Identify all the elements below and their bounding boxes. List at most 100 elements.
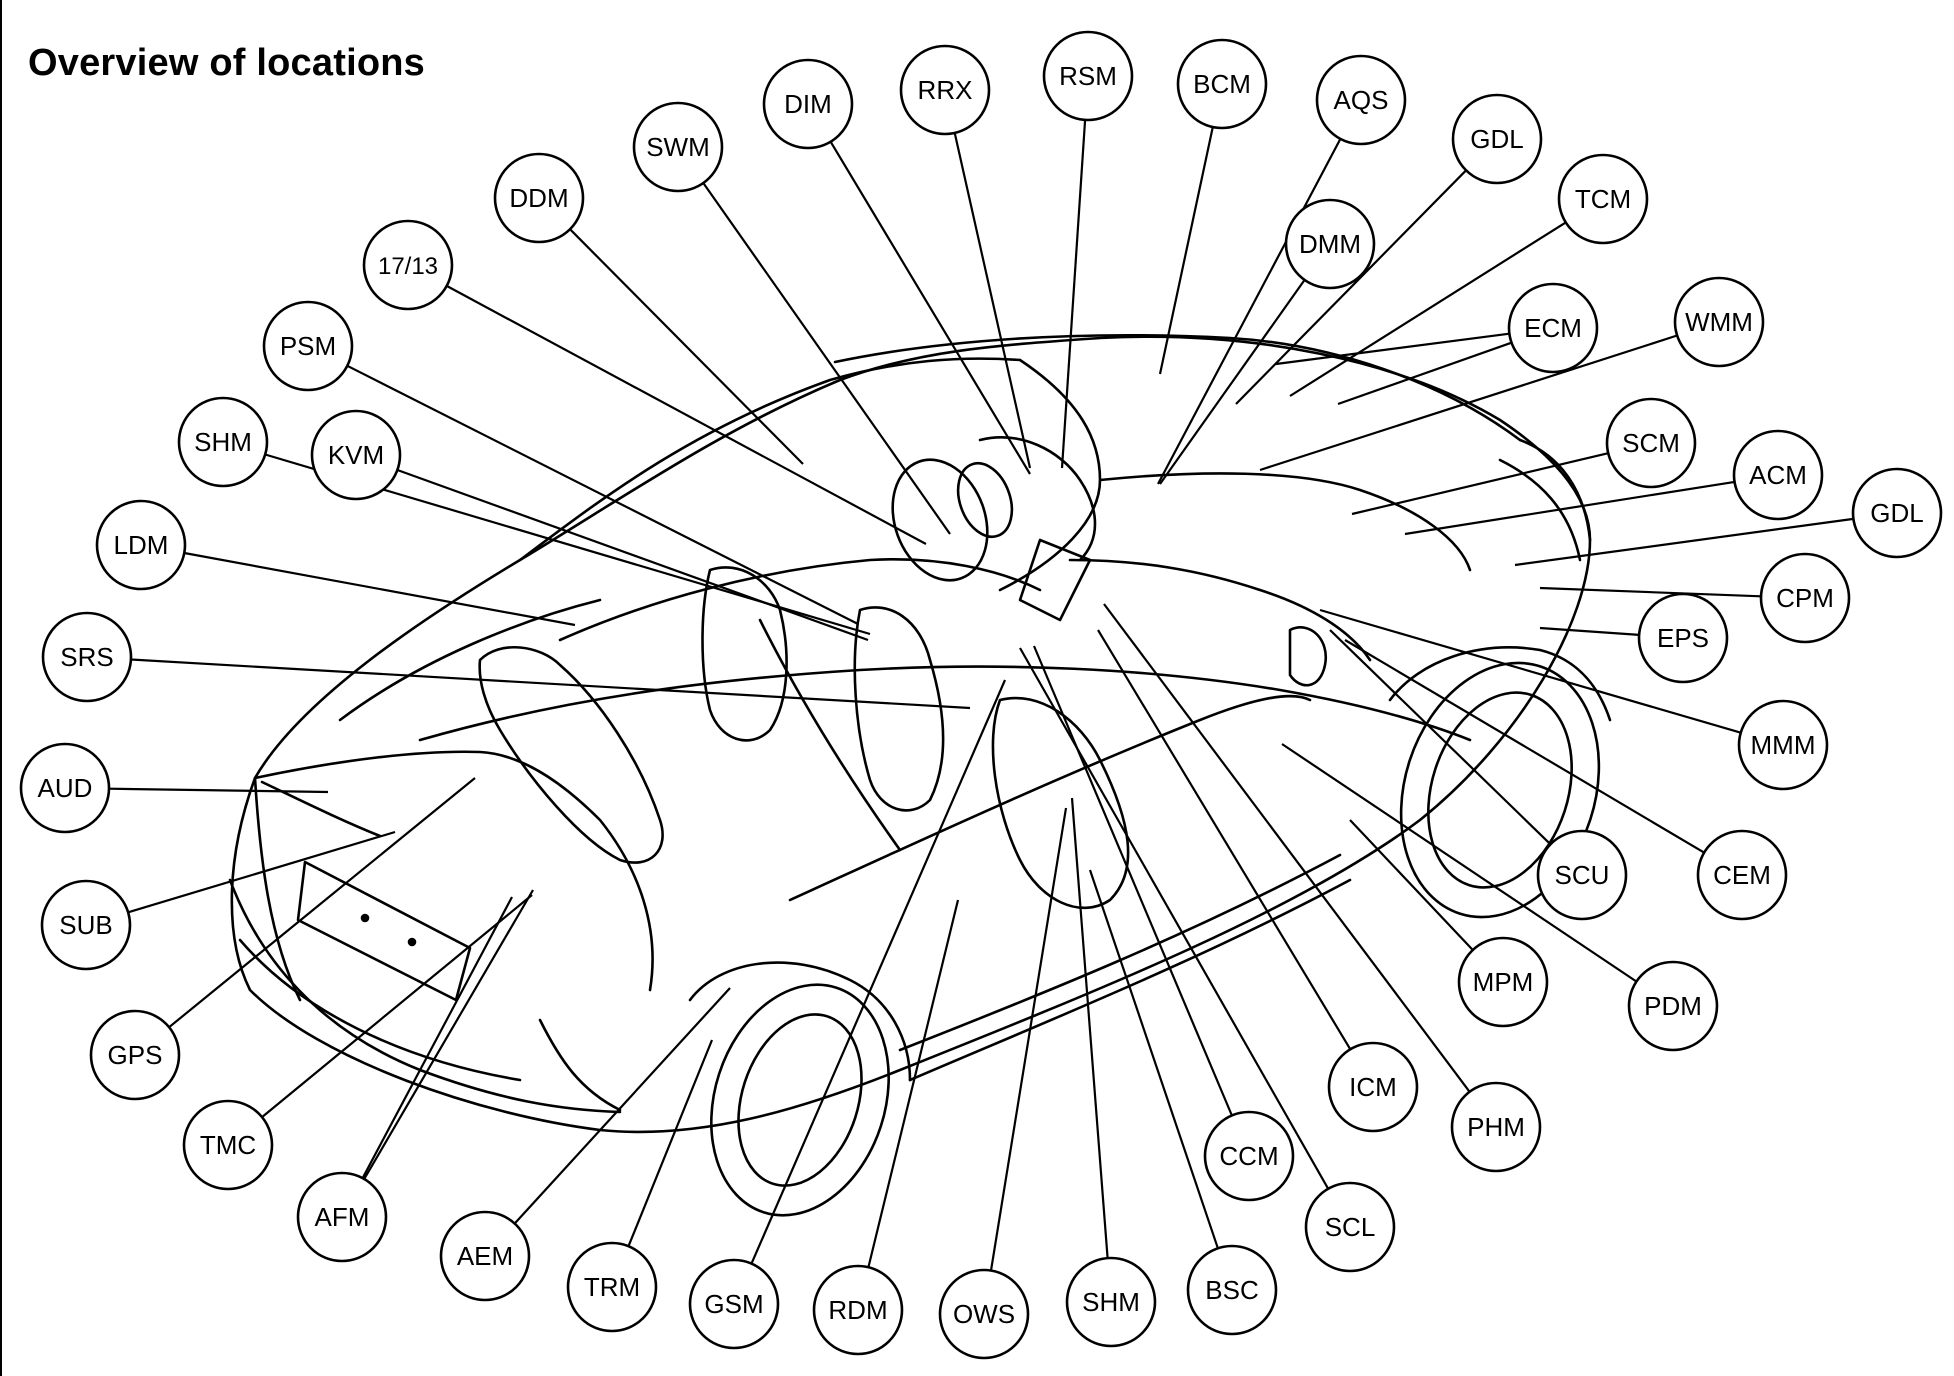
callout-label: SCM — [1622, 428, 1680, 458]
callout-acm: ACM — [1732, 429, 1824, 521]
callout-label: DIM — [784, 89, 832, 119]
leader-line-gsm — [750, 679, 1007, 1265]
callout-circle — [95, 499, 187, 591]
leader-line-srs — [130, 658, 971, 710]
callout-label: GDL — [1470, 124, 1523, 154]
callout-cpm: CPM — [1759, 552, 1851, 644]
callout-cem: CEM — [1696, 829, 1788, 921]
leader-lines — [108, 119, 1854, 1271]
callout-label: ACM — [1749, 460, 1807, 490]
callout-circle — [1696, 829, 1788, 921]
callout-circle — [688, 1258, 780, 1350]
callout-circle — [89, 1009, 181, 1101]
leader-line-17-13 — [446, 284, 927, 545]
callout-label: CPM — [1776, 583, 1834, 613]
leader-line-ows — [989, 807, 1068, 1271]
callout-label: SHM — [194, 427, 252, 457]
leader-line-tcm — [1289, 221, 1567, 397]
callout-ldm: LDM — [95, 499, 187, 591]
callout-mmm: MMM — [1737, 699, 1829, 791]
callout-circle — [1042, 30, 1134, 122]
leader-line-wmm — [1259, 334, 1678, 472]
callout-scu: SCU — [1536, 829, 1628, 921]
callout-pdm: PDM — [1627, 960, 1719, 1052]
callout-circle — [19, 742, 111, 834]
callout-circle — [262, 300, 354, 392]
callout-ows: OWS — [938, 1268, 1030, 1360]
callout-label: EPS — [1657, 623, 1709, 653]
callout-label: WMM — [1685, 307, 1753, 337]
callout-gdl: GDL — [1851, 467, 1943, 559]
callout-label: ECM — [1524, 313, 1582, 343]
callout-label: 17/13 — [378, 253, 438, 280]
callout-circle — [1327, 1041, 1419, 1133]
callout-circle — [1507, 282, 1599, 374]
callout-kvm: KVM — [310, 409, 402, 501]
leader-line-dmm — [1159, 279, 1306, 485]
callout-circle — [1759, 552, 1851, 644]
leader-line-ecm-2 — [1337, 341, 1512, 406]
leader-line-ddm — [569, 228, 804, 465]
callout-bsc: BSC — [1186, 1244, 1278, 1336]
callout-circle — [41, 611, 133, 703]
callout-label: PHM — [1467, 1112, 1525, 1142]
callout-srs: SRS — [41, 611, 133, 703]
callout-scm: SCM — [1605, 397, 1697, 489]
callout-rdm: RDM — [812, 1264, 904, 1356]
leader-line-mpm — [1349, 819, 1474, 951]
leader-line-phm — [1103, 603, 1471, 1093]
leader-line-acm — [1404, 480, 1735, 536]
callout-aqs: AQS — [1315, 54, 1407, 146]
callout-label: SWM — [646, 132, 710, 162]
callout-label: PSM — [280, 331, 336, 361]
callout-tmc: TMC — [182, 1099, 274, 1191]
leader-line-scl — [1019, 647, 1330, 1190]
leader-line-dim — [829, 141, 1031, 475]
leader-line-afm-2 — [363, 889, 534, 1180]
callout-label: AFM — [315, 1202, 370, 1232]
callout-circle — [310, 409, 402, 501]
leader-line-bcm — [1158, 126, 1214, 375]
leader-line-rrx — [953, 132, 1032, 469]
callout-circle — [1315, 54, 1407, 146]
callout-label: CEM — [1713, 860, 1771, 890]
leader-line-scu — [1329, 629, 1552, 846]
callout-circle — [1673, 276, 1765, 368]
callout-rrx: RRX — [899, 44, 991, 136]
callout-label: SRS — [60, 642, 113, 672]
callout-shm: SHM — [1065, 1256, 1157, 1348]
leader-line-sub — [127, 830, 396, 914]
leader-line-kvm — [397, 468, 869, 642]
leader-line-pdm — [1281, 743, 1638, 983]
callout-circle — [362, 219, 454, 311]
callout-label: GPS — [108, 1040, 163, 1070]
page-left-border — [0, 0, 2, 1376]
leader-line-cpm — [1539, 586, 1762, 598]
callout-eps: EPS — [1637, 592, 1729, 684]
callout-swm: SWM — [632, 101, 724, 193]
callout-circle — [1065, 1256, 1157, 1348]
leader-line-ecm-1 — [1275, 332, 1510, 366]
callout-label: KVM — [328, 440, 384, 470]
page-title: Overview of locations — [28, 42, 425, 84]
leader-line-trm — [627, 1039, 714, 1247]
callout-circle — [1637, 592, 1729, 684]
callout-circle — [632, 101, 724, 193]
callout-circle — [1186, 1244, 1278, 1336]
leader-line-mmm — [1319, 608, 1742, 734]
callout-label: SHM — [1082, 1287, 1140, 1317]
leader-line-afm-1 — [361, 896, 513, 1179]
callout-mpm: MPM — [1457, 936, 1549, 1028]
callout-label: GDL — [1870, 498, 1923, 528]
callout-label: TCM — [1575, 184, 1631, 214]
callout-circle — [1732, 429, 1824, 521]
callout-circle — [1737, 699, 1829, 791]
leader-line-gps — [168, 777, 476, 1029]
callout-sub: SUB — [40, 879, 132, 971]
callout-circle — [762, 58, 854, 150]
callout-circle — [177, 396, 269, 488]
leader-line-aud — [108, 787, 329, 794]
